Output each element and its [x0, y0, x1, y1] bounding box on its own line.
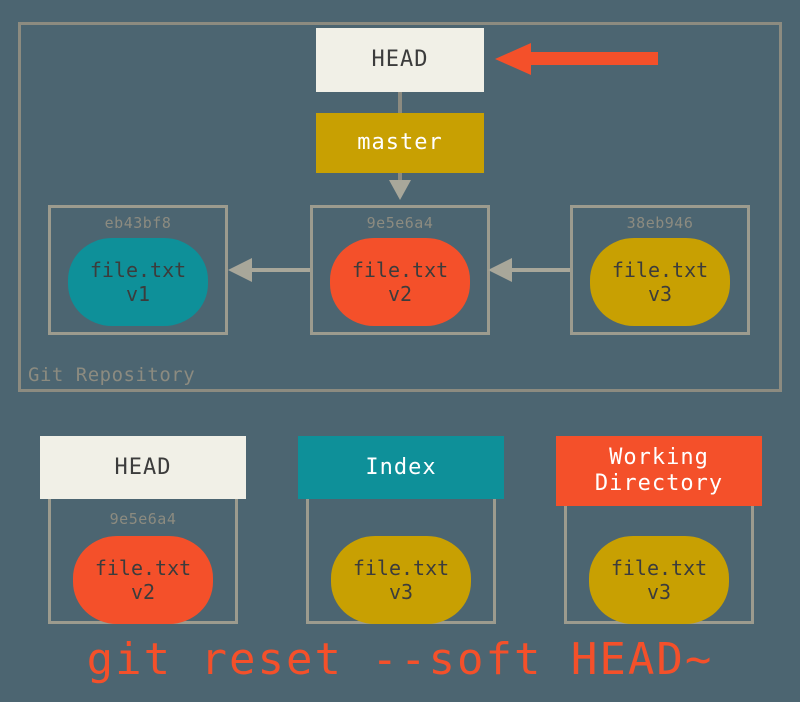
- blob-version: v3: [647, 282, 673, 306]
- blob-version: v3: [646, 580, 672, 604]
- area-blob: file.txt v3: [589, 536, 729, 624]
- blob-filename: file.txt: [352, 556, 450, 580]
- master-to-commit-arrowhead-icon: [389, 180, 411, 200]
- head-pointer-box: HEAD: [316, 28, 484, 92]
- commit-node-38eb946: 38eb946 file.txt v3: [570, 205, 750, 335]
- head-to-master-connector: [398, 92, 402, 114]
- area-index: file.txt v3 Index: [298, 436, 504, 624]
- blob-filename: file.txt: [611, 258, 709, 282]
- commit-hash: 9e5e6a4: [366, 214, 434, 232]
- commit-hash: eb43bf8: [104, 214, 172, 232]
- area-title-working-directory: Working Directory: [556, 436, 762, 506]
- blob-version: v1: [125, 282, 151, 306]
- parent-arrow-shaft: [512, 268, 570, 272]
- area-title-head: HEAD: [40, 436, 246, 499]
- blob-filename: file.txt: [89, 258, 187, 282]
- blob-version: v2: [130, 580, 156, 604]
- git-repository-label: Git Repository: [28, 364, 196, 386]
- commit-blob: file.txt v2: [330, 238, 470, 326]
- parent-arrow-head-icon: [488, 258, 512, 282]
- commit-node-9e5e6a4: 9e5e6a4 file.txt v2: [310, 205, 490, 335]
- area-head: 9e5e6a4 file.txt v2 HEAD: [40, 436, 246, 624]
- parent-arrow-shaft: [252, 268, 310, 272]
- command-caption: git reset --soft HEAD~: [86, 634, 714, 685]
- area-title-index: Index: [298, 436, 504, 499]
- commit-blob: file.txt v3: [590, 238, 730, 326]
- parent-arrow-head-icon: [228, 258, 252, 282]
- master-branch-box: master: [316, 113, 484, 173]
- commit-hash: 38eb946: [626, 214, 694, 232]
- blob-filename: file.txt: [351, 258, 449, 282]
- red-arrow-head-icon: [495, 43, 531, 75]
- area-working-directory: file.txt v3 Working Directory: [556, 436, 762, 624]
- area-blob: file.txt v2: [73, 536, 213, 624]
- area-commit-hash: 9e5e6a4: [109, 510, 177, 528]
- blob-filename: file.txt: [94, 556, 192, 580]
- blob-filename: file.txt: [610, 556, 708, 580]
- red-arrow-shaft: [525, 52, 658, 65]
- area-content-cell: file.txt v3: [306, 481, 496, 624]
- blob-version: v2: [387, 282, 413, 306]
- blob-version: v3: [388, 580, 414, 604]
- commit-blob: file.txt v1: [68, 238, 208, 326]
- git-repository-frame: [18, 22, 782, 392]
- area-content-cell: 9e5e6a4 file.txt v2: [48, 481, 238, 624]
- area-blob: file.txt v3: [331, 536, 471, 624]
- commit-node-eb43bf8: eb43bf8 file.txt v1: [48, 205, 228, 335]
- area-content-cell: file.txt v3: [564, 481, 754, 624]
